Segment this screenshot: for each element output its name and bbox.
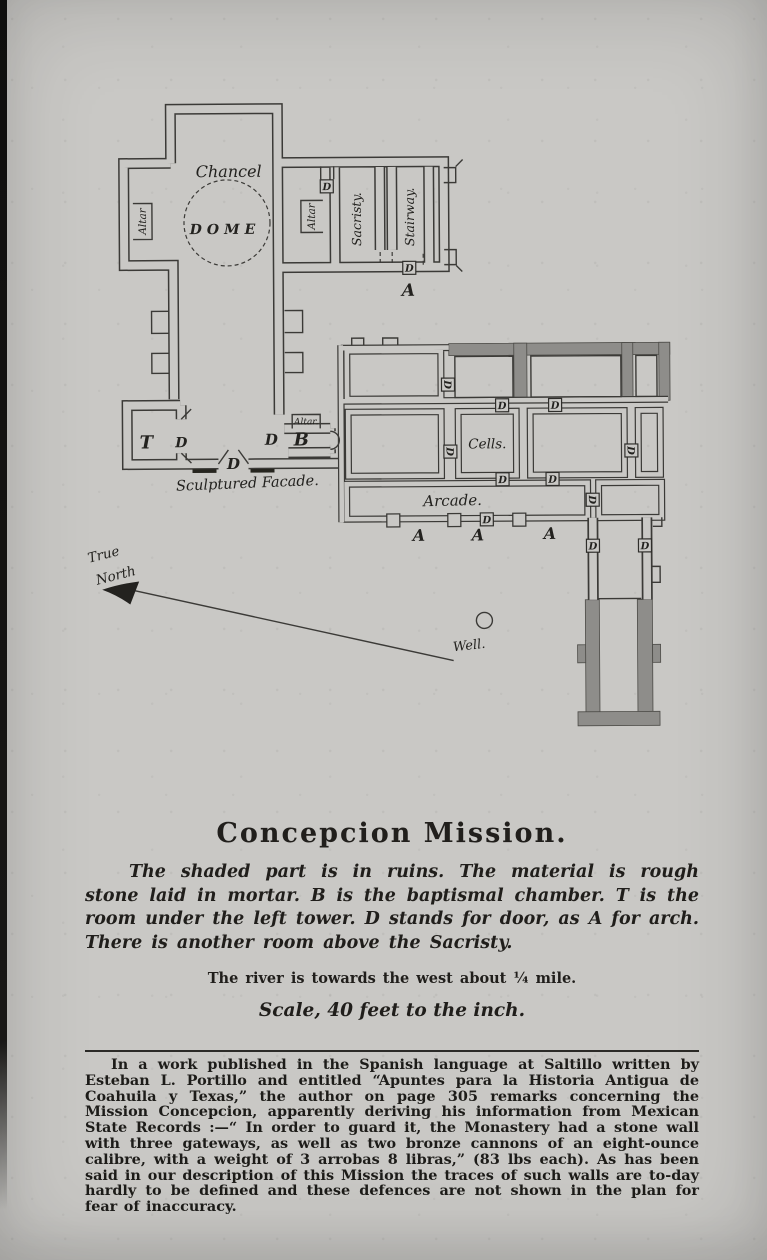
svg-text:D: D — [404, 264, 414, 275]
plan-description: The shaded part is in ruins. The materia… — [85, 862, 699, 953]
letter-door: D — [174, 435, 188, 451]
monastery-walls — [341, 343, 669, 522]
letter-arch: A — [542, 524, 557, 543]
svg-text:D: D — [588, 541, 598, 552]
door-marker: D — [495, 472, 510, 487]
label-altar-chapel: Altar — [306, 202, 318, 230]
svg-text:D: D — [640, 541, 650, 552]
svg-text:D: D — [444, 446, 455, 456]
door-marker: D — [440, 377, 456, 392]
label-sacristy: Sacristy. — [349, 192, 364, 246]
arcade-pillar — [386, 513, 401, 528]
label-stairway: Stairway. — [402, 188, 417, 247]
svg-text:D: D — [441, 379, 452, 389]
footnote-divider — [85, 1050, 699, 1052]
footnote-paragraph: In a work published in the Spanish langu… — [85, 1056, 699, 1216]
svg-text:D: D — [481, 515, 491, 526]
letter-tower: T — [140, 432, 155, 453]
door-marker: D — [402, 260, 417, 275]
plan-details — [132, 159, 663, 630]
label-cells: Cells. — [468, 436, 506, 452]
door-marker: D — [545, 471, 560, 487]
svg-text:D: D — [497, 475, 507, 486]
label-sculptured-facade: Sculptured Facade. — [176, 473, 319, 495]
letter-baptistry: B — [293, 429, 309, 450]
door-marker: D — [494, 398, 510, 413]
door-marker: D — [479, 512, 494, 527]
door-markers: D D D D D D D D D D D D — [319, 179, 653, 553]
arcade-pillar — [447, 512, 462, 528]
svg-text:D: D — [547, 475, 557, 486]
dome-circle — [183, 179, 271, 267]
compass-arrow: True North — [86, 543, 454, 662]
letter-arch: A — [470, 525, 485, 544]
east-range-walls — [593, 517, 647, 599]
letter-arch: A — [411, 526, 426, 545]
page-title: Concepcion Mission. — [216, 818, 568, 849]
ruin-walls — [448, 341, 671, 727]
label-dome: DOME — [189, 222, 261, 238]
label-chancel: Chancel — [196, 162, 262, 181]
room-letters: T D D B D A A A A — [140, 281, 557, 545]
river-note: The river is towards the west about ¼ mi… — [207, 970, 577, 987]
door-marker: D — [637, 538, 653, 553]
svg-text:D: D — [625, 445, 636, 455]
door-marker: D — [319, 179, 334, 194]
svg-text:D: D — [497, 401, 507, 412]
compass-true: True — [86, 543, 121, 566]
facade-door-sills — [192, 468, 275, 473]
letter-arch: A — [400, 281, 415, 301]
floor-plan: True North Chancel DOME Altar Altar Sacr… — [86, 0, 767, 727]
svg-text:D: D — [321, 182, 331, 193]
baptistry-niche — [330, 430, 341, 451]
plan-labels: Chancel DOME Altar Altar Sacristy. Stair… — [137, 162, 507, 656]
door-marker: D — [547, 397, 563, 413]
letter-door: D — [264, 431, 278, 449]
svg-text:D: D — [550, 401, 560, 412]
label-well: Well. — [452, 637, 486, 655]
door-marker: D — [624, 443, 639, 458]
label-altar-left: Altar — [137, 207, 149, 235]
label-altar-baptistry: Altar. — [293, 417, 319, 427]
svg-text:D: D — [586, 494, 597, 504]
scale-note: Scale, 40 feet to the inch. — [258, 1000, 526, 1021]
label-arcade: Arcade. — [421, 491, 482, 510]
door-marker: D — [585, 538, 601, 553]
door-marker: D — [443, 444, 458, 459]
arcade-pillar — [512, 512, 527, 527]
well-circle — [475, 611, 494, 630]
door-marker: D — [585, 492, 600, 507]
scan-edge-shadow — [0, 0, 7, 1210]
letter-door: D — [226, 455, 240, 473]
